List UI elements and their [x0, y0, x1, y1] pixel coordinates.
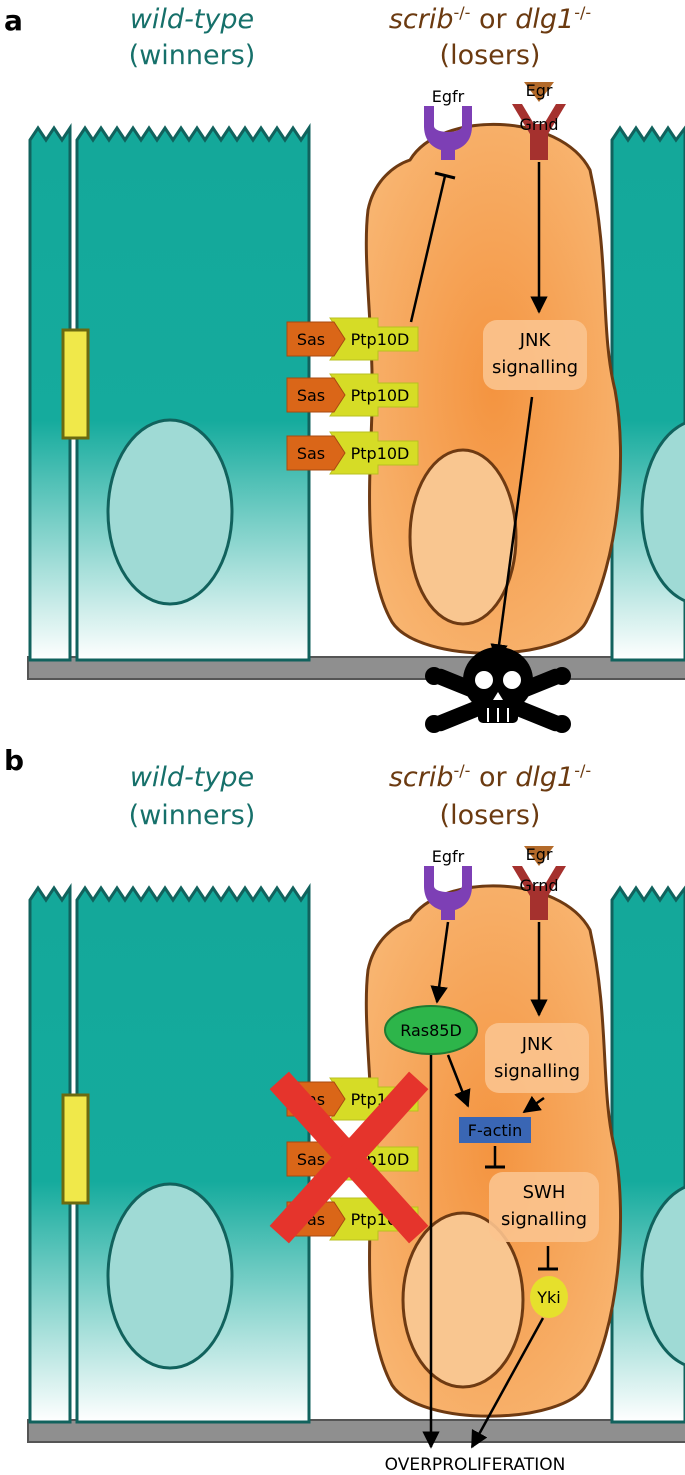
- factin-box: [459, 1117, 531, 1143]
- genotype-dlg1: dlg1: [515, 4, 574, 35]
- sup-dlg1: -/-: [574, 3, 591, 22]
- grnd-receptor: [512, 104, 566, 160]
- grnd-receptor: [512, 866, 566, 920]
- grnd-label: Grnd: [520, 876, 559, 895]
- cell-junction: [61, 1093, 90, 1205]
- arrow-jnk-factin: [522, 1095, 545, 1114]
- arrow-ras-factin: [446, 1054, 471, 1108]
- yki-node: [530, 1276, 568, 1318]
- egr-ligand: [524, 82, 554, 102]
- panel-b: b wild-type (winners) scrib-/- or dlg1-/…: [4, 744, 685, 1475]
- loser-nucleus: [408, 448, 518, 626]
- sas-label: Sas: [297, 386, 325, 405]
- losers-subtitle: (losers): [440, 40, 541, 71]
- wildtype-nucleus-right: [640, 421, 685, 603]
- wildtype-cell-thin: [28, 883, 72, 1424]
- wildtype-nucleus: [106, 1182, 234, 1370]
- ptp10d-label: Ptp10D: [351, 444, 410, 463]
- overproliferation-label: OVERPROLIFERATION: [385, 1455, 566, 1475]
- arrow-yki-overproliferation: [470, 1317, 545, 1449]
- winners-title: wild-type: [130, 4, 254, 35]
- ras85d-label: Ras85D: [400, 1021, 462, 1040]
- losers-title: scrib-/- or dlg1-/-: [389, 761, 591, 793]
- ras85d-node: [384, 1005, 478, 1055]
- factin-label: F-actin: [468, 1121, 522, 1140]
- jnk-box: [485, 1023, 589, 1093]
- cross-icon: [269, 1071, 429, 1244]
- jnk-label-1: JNK: [519, 330, 552, 351]
- jnk-label-2: signalling: [494, 1061, 580, 1082]
- swh-box: [489, 1172, 599, 1242]
- cell-junction: [61, 328, 90, 440]
- swh-label-1: SWH: [523, 1182, 566, 1203]
- sas-ligand: [286, 321, 346, 357]
- grnd-label: Grnd: [520, 115, 559, 134]
- egfr-receptor: [424, 866, 472, 920]
- wildtype-cell-thin: [28, 123, 72, 662]
- sas-label: Sas: [297, 444, 325, 463]
- sas-ptp-pair: Sas Ptp10D: [286, 373, 419, 417]
- jnk-label-1: JNK: [521, 1034, 554, 1055]
- egfr-label: Egfr: [432, 847, 465, 866]
- sas-label: Sas: [297, 1150, 325, 1169]
- sas-ptp-pair: Sas Ptp10D: [286, 317, 419, 361]
- basement-membrane: [27, 1419, 685, 1443]
- losers-subtitle: (losers): [440, 800, 541, 831]
- sas-ligand: [286, 377, 346, 413]
- egfr-label: Egfr: [432, 87, 465, 106]
- panel-a: a wild-type (winners) scrib-/- or dlg1-/…: [4, 3, 685, 733]
- ptp10d-label: Ptp10D: [351, 330, 410, 349]
- ptp10d-label: Ptp10D: [351, 386, 410, 405]
- genotype-scrib: scrib: [389, 762, 454, 793]
- wildtype-nucleus-right: [640, 1185, 685, 1367]
- genotype-scrib: scrib: [389, 4, 454, 35]
- winners-subtitle: (winners): [129, 800, 256, 831]
- wildtype-nucleus: [106, 418, 234, 606]
- panel-letter: b: [4, 744, 24, 777]
- arrow-jnk-death: [490, 396, 534, 662]
- losers-title: scrib-/- or dlg1-/-: [389, 3, 591, 35]
- sup-scrib: -/-: [454, 761, 471, 780]
- conj: or: [470, 762, 515, 793]
- sas-ligand: [286, 435, 346, 471]
- sup-scrib: -/-: [454, 3, 471, 22]
- jnk-label-2: signalling: [492, 357, 578, 378]
- swh-label-2: signalling: [501, 1209, 587, 1230]
- egfr-receptor: [424, 106, 472, 160]
- egr-label: Egr: [526, 81, 553, 100]
- arrow-egfr-ras: [430, 921, 450, 1004]
- loser-nucleus: [401, 1211, 525, 1389]
- conj: or: [470, 4, 515, 35]
- skull-crossbones-icon: [425, 647, 571, 733]
- panel-letter: a: [4, 4, 23, 37]
- inhibition-line: [409, 175, 447, 323]
- egr-label: Egr: [526, 845, 553, 864]
- winners-subtitle: (winners): [129, 40, 256, 71]
- sas-label: Sas: [297, 330, 325, 349]
- winners-title: wild-type: [130, 762, 254, 793]
- sup-dlg1: -/-: [574, 761, 591, 780]
- yki-label: Yki: [536, 1288, 560, 1307]
- inhibition-bar: [434, 171, 456, 180]
- sas-ptp-pair: Sas Ptp10D: [286, 431, 419, 475]
- genotype-dlg1: dlg1: [515, 762, 574, 793]
- jnk-box: [483, 320, 587, 390]
- egr-ligand: [524, 846, 554, 866]
